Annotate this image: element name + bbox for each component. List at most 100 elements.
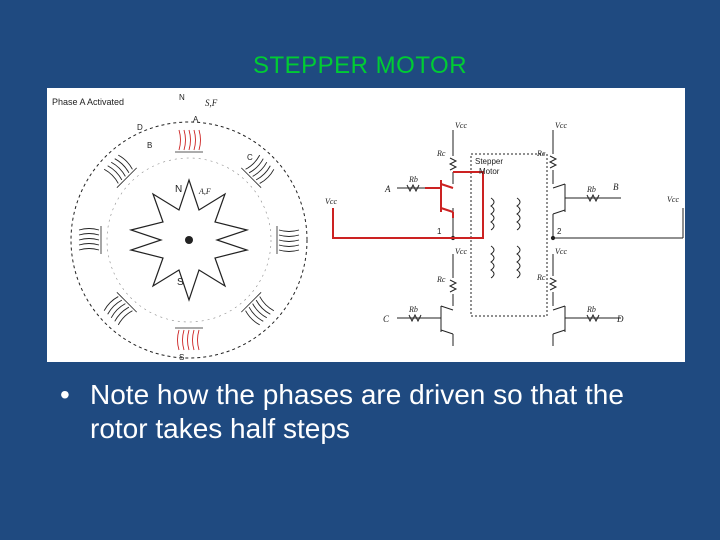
input-c-label: C — [383, 314, 390, 324]
drive-circuit — [397, 130, 684, 346]
coil-base — [116, 292, 137, 313]
rb-label-b: Rb — [586, 185, 596, 194]
coil-winding — [177, 329, 180, 351]
vcc-label-4: Vcc — [667, 195, 679, 204]
node-2 — [550, 235, 556, 241]
coil-winding — [278, 249, 300, 252]
motor-cross-section: N S N S S,F A,F A D B C — [70, 93, 308, 362]
coil-winding — [188, 129, 191, 151]
coil-left-top — [490, 197, 495, 231]
input-a-label: A — [384, 184, 391, 194]
coil-right-top — [516, 197, 521, 231]
rotor-shaft — [185, 236, 193, 244]
coil-winding — [255, 165, 271, 181]
phase-c-label: C — [247, 153, 253, 162]
coil-winding — [107, 299, 123, 315]
stepper-motor-box — [470, 153, 548, 317]
stator-coils — [78, 129, 300, 351]
coil-winding — [278, 239, 300, 242]
tr-right-bot-c — [552, 305, 566, 311]
coil-winding — [278, 244, 300, 247]
tr-right-top-c — [552, 183, 566, 189]
coil-winding — [118, 154, 133, 170]
coil-winding — [198, 129, 201, 151]
tr-right-top-e — [552, 209, 566, 215]
vcc-label-2: Vcc — [555, 121, 567, 130]
coil-winding — [78, 238, 100, 241]
stator-top-label: N — [179, 93, 185, 102]
rb-label-d: Rb — [586, 305, 596, 314]
coil-winding — [183, 129, 186, 151]
active-path — [332, 171, 484, 239]
rb-label-a: Rb — [408, 175, 418, 184]
input-d-label: D — [616, 314, 624, 324]
rotor-south-label: S — [177, 277, 184, 288]
af-label: A,F — [198, 187, 211, 196]
coil-winding — [114, 158, 130, 174]
stator-coil-group — [175, 327, 203, 351]
vcc-label-1: Vcc — [455, 121, 467, 130]
coil-winding — [193, 129, 196, 151]
coil-winding — [78, 228, 100, 231]
coil-right-bottom — [516, 245, 521, 279]
stepper-motor-label-1: Stepper — [475, 157, 503, 166]
rb-d — [586, 313, 600, 323]
rb-c — [408, 313, 422, 323]
coil-winding — [103, 168, 119, 184]
coil-winding — [78, 248, 100, 251]
stepper-motor-figure: Phase A Activated N S N S S,F A,F A D B … — [47, 88, 685, 362]
coil-winding — [197, 329, 200, 351]
stepper-motor-diagram: Phase A Activated N S N S S,F A,F A D B … — [52, 93, 684, 362]
stator-coil-group — [78, 226, 102, 254]
coil-winding — [259, 296, 275, 312]
rc-label-2: Rc — [536, 149, 546, 158]
stepper-motor-label-2: Motor — [479, 167, 500, 176]
sf-label: S,F — [205, 98, 218, 108]
coil-winding — [248, 158, 264, 174]
coil-winding — [255, 299, 271, 315]
vcc-label-6: Vcc — [555, 247, 567, 256]
stator-coil-group — [175, 129, 203, 153]
coil-base — [241, 292, 262, 313]
active-supply-wire — [332, 208, 484, 239]
coil-winding — [78, 233, 100, 236]
coil-winding — [259, 169, 275, 184]
coil-winding — [107, 165, 123, 181]
coil-winding — [248, 306, 264, 322]
rc-right-top — [548, 155, 558, 169]
coil-winding — [187, 329, 190, 351]
coil-winding — [192, 329, 195, 351]
coil-tap-1-label: 1 — [437, 227, 442, 236]
rb-label-c: Rb — [408, 305, 418, 314]
coil-winding — [111, 161, 126, 177]
tr-right-bot-e — [552, 329, 566, 335]
input-b-label: B — [613, 182, 619, 192]
coil-winding — [278, 234, 300, 237]
stator-coil-group — [241, 292, 275, 326]
active-tr-c — [440, 183, 454, 189]
rc-label-1: Rc — [436, 149, 446, 158]
active-tr-e — [440, 207, 454, 213]
rc-right-bot — [548, 277, 558, 291]
vcc-label-3: Vcc — [325, 197, 337, 206]
coil-winding — [103, 296, 119, 311]
slide-title: STEPPER MOTOR — [252, 52, 468, 79]
rb-a — [406, 183, 420, 193]
rc-label-4: Rc — [536, 273, 546, 282]
phase-d-label: D — [137, 123, 143, 132]
stator-coil-group — [276, 226, 300, 254]
coil-winding — [278, 229, 300, 232]
stator-inner-ring — [106, 157, 272, 323]
bullet-list: • Note how the phases are driven so that… — [60, 378, 680, 446]
coil-winding — [117, 310, 133, 326]
bullet-dot: • — [60, 379, 70, 410]
vcc-label-5: Vcc — [455, 247, 467, 256]
coil-winding — [252, 303, 267, 319]
coil-winding — [110, 303, 126, 318]
stator-coil-group — [241, 154, 275, 188]
phase-b-label: B — [147, 141, 152, 150]
rb-b — [586, 193, 600, 203]
figure-caption: Phase A Activated — [52, 97, 124, 107]
stator-coil-group — [103, 154, 137, 188]
coil-winding — [252, 162, 268, 177]
